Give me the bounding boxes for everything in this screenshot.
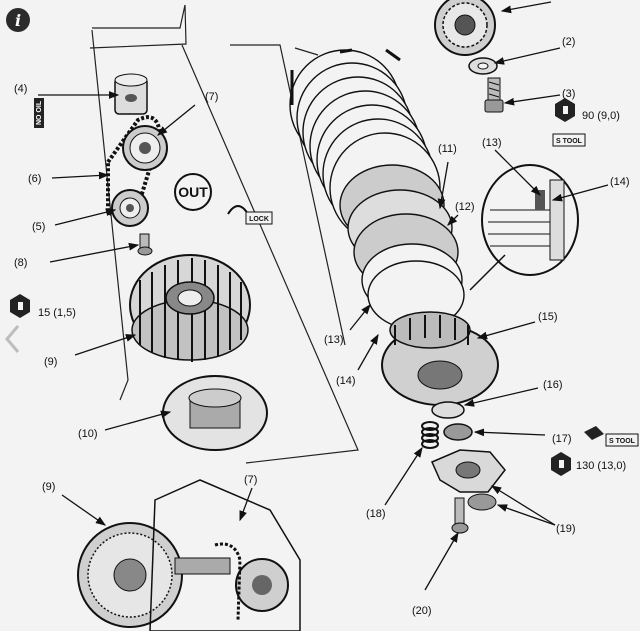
label-17: (17)	[552, 433, 572, 445]
label-8: (8)	[14, 257, 27, 269]
primary-driven-gear	[434, 0, 496, 56]
label-9: (9)	[44, 356, 57, 368]
thrust-plate	[162, 375, 268, 451]
label-6: (6)	[28, 173, 41, 185]
plate-tabs	[290, 48, 401, 105]
label-16: (16)	[543, 379, 563, 391]
label-4: (4)	[14, 83, 27, 95]
clutch-hub	[381, 311, 499, 406]
info-icon[interactable]: i	[6, 8, 30, 32]
torque-value-3: 90 (9,0)	[582, 110, 620, 122]
oil-can-icon	[584, 426, 604, 440]
label-12: (12)	[455, 201, 475, 213]
detail-inset	[469, 164, 579, 291]
label-2: (2)	[562, 36, 575, 48]
leader-lines	[38, 1, 609, 591]
torque-value-8: 15 (1,5)	[38, 307, 76, 319]
oil-pump-drive-sprocket	[111, 189, 149, 227]
nut-17	[443, 423, 473, 441]
lock-icon: LOCK	[227, 205, 273, 225]
svg-text:LOCK: LOCK	[249, 216, 269, 223]
torque-wrench-icon	[551, 452, 571, 476]
bolt-20	[451, 497, 469, 534]
label-3: (3)	[562, 88, 575, 100]
label-14-detail: (14)	[610, 176, 630, 188]
sprocket-spacer	[114, 73, 148, 115]
no-oil-icon: NO OIL	[34, 98, 44, 128]
label-18: (18)	[366, 508, 386, 520]
oil-pump-driven-sprocket	[122, 125, 168, 171]
thrust-washer	[468, 57, 498, 75]
label-20: (20)	[412, 605, 432, 617]
label-13: (13)	[324, 334, 344, 346]
label-7: (7)	[205, 91, 218, 103]
chevron-left-icon[interactable]	[2, 322, 24, 356]
label-10: (10)	[78, 428, 98, 440]
svg-text:S TOOL: S TOOL	[556, 138, 583, 145]
torque-wrench-icon	[555, 98, 575, 122]
assembled-engine-view	[77, 479, 301, 631]
label-19: (19)	[556, 523, 576, 535]
label-5: (5)	[32, 221, 45, 233]
special-tool-icon: S TOOL	[605, 433, 639, 447]
svg-text:NO OIL: NO OIL	[36, 100, 43, 125]
out-badge: OUT	[174, 173, 212, 211]
clutch-housing	[129, 254, 251, 362]
special-tool-icon: S TOOL	[552, 133, 586, 147]
torque-wrench-icon	[10, 294, 30, 318]
frame-lines	[89, 4, 359, 464]
bolt-3	[484, 77, 504, 113]
svg-text:OUT: OUT	[178, 184, 208, 200]
washer-16	[431, 401, 465, 419]
label-13-detail: (13)	[482, 137, 502, 149]
svg-text:S TOOL: S TOOL	[609, 438, 636, 445]
torque-value-17: 130 (13,0)	[576, 460, 626, 472]
pressure-plate	[431, 449, 506, 511]
label-9-assembled: (9)	[42, 481, 55, 493]
label-15: (15)	[538, 311, 558, 323]
oil-pump-chain	[106, 115, 163, 219]
clutch-plate-stack	[289, 49, 465, 330]
spring-18	[421, 421, 439, 449]
label-7-assembled: (7)	[244, 474, 257, 486]
bolt-8	[137, 233, 153, 256]
label-14: (14)	[336, 375, 356, 387]
label-11: (11)	[438, 143, 457, 155]
